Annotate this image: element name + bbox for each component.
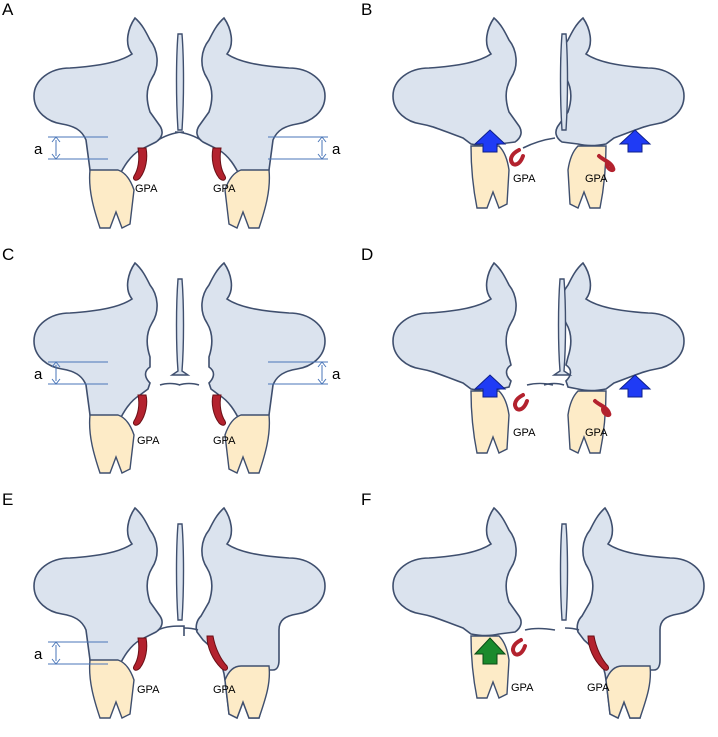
panel-b: B GPA GPA bbox=[359, 0, 718, 245]
gpa-label-right-d: GPA bbox=[585, 427, 608, 439]
gpa-label-right-b: GPA bbox=[585, 173, 608, 185]
a-label-left-e: a bbox=[34, 646, 43, 663]
gpa-label-left-a: GPA bbox=[135, 183, 158, 195]
panel-letter-b: B bbox=[361, 0, 373, 19]
a-label-right-c: a bbox=[332, 366, 341, 383]
diagram-b: GPA GPA bbox=[392, 16, 685, 209]
diagram-f: GPA GPA bbox=[392, 506, 705, 720]
gpa-label-left-f: GPA bbox=[511, 682, 534, 694]
measure-left-e bbox=[48, 641, 108, 665]
diagram-e: a GPA GPA bbox=[33, 506, 326, 720]
gpa-label-right-f: GPA bbox=[587, 682, 610, 694]
nasal-septum-f bbox=[559, 523, 569, 621]
a-label-right-a: a bbox=[332, 141, 341, 158]
skull-right-c bbox=[178, 261, 326, 474]
skull-right-e bbox=[183, 506, 326, 720]
nasal-septum-b bbox=[559, 33, 569, 131]
panel-letter-e: E bbox=[2, 490, 14, 509]
skull-left-a bbox=[33, 16, 185, 229]
panel-a: A a a GPA GPA bbox=[0, 0, 359, 245]
nasal-septum-a bbox=[175, 33, 185, 131]
skull-left-c bbox=[33, 261, 181, 474]
panel-e: E a GPA GPA bbox=[0, 490, 359, 735]
skull-right-a bbox=[174, 16, 326, 229]
diagram-d: GPA GPA bbox=[392, 261, 685, 454]
nasal-septum-e bbox=[175, 523, 185, 621]
gpa-label-right-a: GPA bbox=[213, 183, 236, 195]
gpa-label-left-b: GPA bbox=[513, 173, 536, 185]
skull-right-b bbox=[555, 16, 685, 209]
panel-letter-a: A bbox=[2, 0, 14, 19]
panel-c: C a a GPA GPA bbox=[0, 245, 359, 490]
panel-letter-d: D bbox=[361, 245, 374, 264]
gpa-label-right-c: GPA bbox=[213, 435, 236, 447]
arrow-up-right-d bbox=[618, 374, 652, 398]
measure-right-c bbox=[268, 361, 328, 385]
skull-left-d bbox=[392, 261, 554, 454]
diagram-a: a a GPA GPA bbox=[33, 16, 341, 229]
skull-left-f bbox=[392, 506, 556, 699]
gpa-label-left-c: GPA bbox=[137, 435, 160, 447]
arrow-up-right-b bbox=[618, 129, 652, 153]
arrow-up-left-f bbox=[473, 637, 507, 665]
panel-f: F GPA GPA bbox=[359, 490, 718, 735]
panel-letter-c: C bbox=[2, 245, 15, 264]
a-label-left-a: a bbox=[34, 141, 43, 158]
nasal-septum-d bbox=[551, 278, 573, 376]
panel-letter-f: F bbox=[361, 490, 372, 509]
panel-d: D GPA GPA bbox=[359, 245, 718, 490]
measure-right-a bbox=[268, 136, 328, 160]
skull-left-e bbox=[33, 506, 185, 719]
skull-right-f bbox=[564, 506, 705, 720]
nasal-septum-c bbox=[169, 278, 191, 376]
gpa-label-right-e: GPA bbox=[213, 684, 236, 696]
diagram-c: a a GPA GPA bbox=[33, 261, 341, 474]
arrow-up-left-d bbox=[473, 374, 507, 398]
arrow-up-left-b bbox=[473, 129, 507, 153]
gpa-label-left-d: GPA bbox=[513, 427, 536, 439]
measure-left-a bbox=[48, 136, 108, 160]
a-label-left-c: a bbox=[34, 366, 43, 383]
measure-left-c bbox=[48, 361, 108, 385]
gpa-label-left-e: GPA bbox=[137, 684, 160, 696]
skull-left-b bbox=[392, 16, 556, 209]
